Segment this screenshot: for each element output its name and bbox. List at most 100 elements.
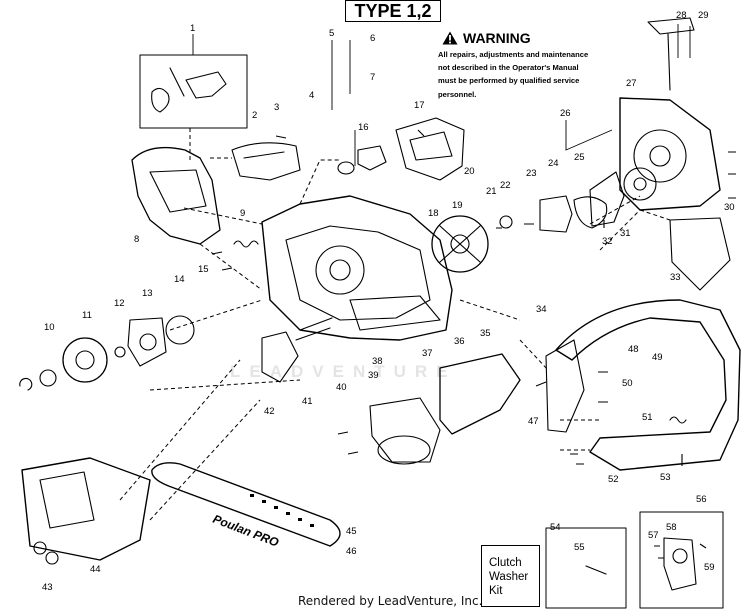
callout-18: 18 [428,208,439,219]
part-16-washer [337,161,355,175]
callout-25: 25 [574,152,585,163]
callout-57: 57 [648,530,659,541]
part-25-spring [573,196,608,229]
clutch-washer-kit-box: Clutch Washer Kit [481,545,540,607]
part-2-cover [231,142,301,181]
part-1-spring [151,87,170,113]
callout-16: 16 [358,122,369,133]
callout-26: 26 [560,108,571,119]
kit-line-2: Washer [489,571,529,583]
callout-49: 49 [652,352,663,363]
callout-15: 15 [198,264,209,275]
part-11-drum [62,337,108,383]
warning-heading: WARNING [442,30,738,46]
callout-41: 41 [302,396,313,407]
callout-23: 23 [526,168,537,179]
part-24-pulley [539,195,573,233]
callout-52: 52 [608,474,619,485]
callout-35: 35 [480,328,491,339]
part-26-starter-pawl [589,171,625,227]
callout-5: 5 [329,28,334,39]
callout-20: 20 [464,166,475,177]
kit-line-3: Kit [489,585,503,597]
callout-6: 6 [370,33,375,44]
callout-33: 33 [670,272,681,283]
part-46-guide-bar [151,462,341,547]
callout-22: 22 [500,180,511,191]
footer-credit: Rendered by LeadVenture, Inc. [298,594,483,608]
callout-45: 45 [346,526,357,537]
type-label: TYPE 1,2 [345,0,441,22]
part-31-spring [623,167,657,201]
hardware-screws [211,129,736,559]
callout-46: 46 [346,546,357,557]
part-19-flywheel [431,215,489,273]
callout-50: 50 [622,378,633,389]
callout-11: 11 [82,310,92,321]
warning-triangle-icon [442,31,458,45]
part-27-starter-housing [619,97,721,211]
leader-lines [119,128,671,521]
part-37-handguard [439,353,521,435]
callout-34: 34 [536,304,547,315]
callout-55: 55 [574,542,585,553]
callout-40: 40 [336,382,347,393]
callout-53: 53 [660,472,671,483]
part-10-clip [19,377,33,391]
part-33-cover [669,217,731,291]
part-20-shield [395,117,465,181]
callout-27: 27 [626,78,637,89]
part-52-front-handle [555,299,741,471]
warning-title: WARNING [463,30,531,46]
callout-21: 21 [486,186,497,197]
callout-14: 14 [174,274,185,285]
callout-30: 30 [724,202,735,213]
callout-38: 38 [372,356,383,367]
part-14-plate [165,315,195,345]
part-10-washer [39,369,57,387]
callout-56: 56 [696,494,707,505]
callout-12: 12 [114,298,125,309]
callout-9: 9 [240,208,245,219]
callout-43: 43 [42,582,53,593]
part-55-clip [585,565,607,575]
part-42-plate [261,331,299,383]
part-56-box [639,511,724,609]
callout-47: 47 [528,416,539,427]
part-39-brake-band [369,397,441,463]
warning-body: All repairs, adjustments and maintenance… [438,50,589,99]
callout-31: 31 [620,228,631,239]
callout-8: 8 [134,234,139,245]
callout-44: 44 [90,564,101,575]
callout-39: 39 [368,370,379,381]
callout-leaders [192,24,691,166]
callout-54: 54 [550,522,561,533]
part-43-nut [33,541,47,555]
callout-48: 48 [628,344,639,355]
part-22-nut [499,215,513,229]
callout-29: 29 [698,10,709,21]
part-44-sprocket-cover [21,457,151,561]
callout-3: 3 [274,102,279,113]
callout-10: 10 [44,322,55,333]
kit-line-1: Clutch [489,557,522,569]
part-54-box [545,527,627,609]
callout-42: 42 [264,406,275,417]
callout-37: 37 [422,348,433,359]
callout-59: 59 [704,562,715,573]
bar-brand-text: Poulan PRO [211,512,281,550]
part-28-grip [647,17,695,35]
callout-1: 1 [190,23,195,34]
part-1-box [139,54,248,129]
part-58-oil-pump [663,537,697,591]
part-47-bracket [545,339,585,433]
callout-numbers: 1 2 3 4 5 6 7 8 9 10 11 12 13 14 15 16 1… [42,10,735,593]
part-13-clutch [127,317,167,367]
part-12-washer [114,346,126,358]
callout-2: 2 [252,110,257,121]
callout-7: 7 [370,72,375,83]
part-9-spring [233,240,259,248]
part-16-plug [357,145,387,171]
